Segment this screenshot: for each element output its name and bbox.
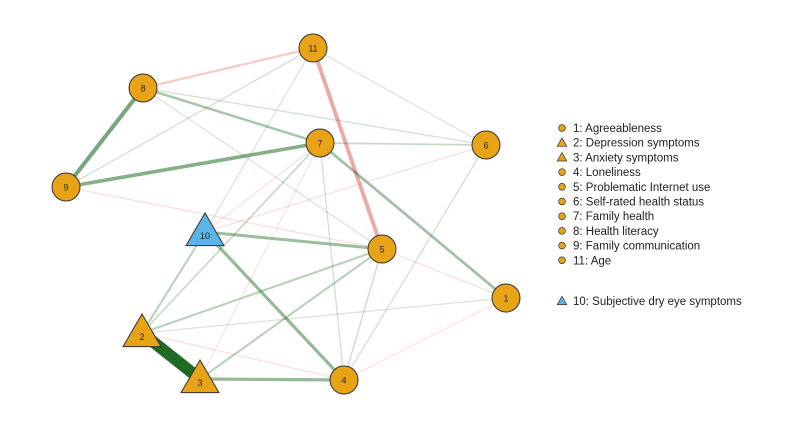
node-1: 1 [491, 283, 521, 313]
legend-label-8: 8: Health literacy [573, 226, 659, 238]
legend-label-10: 11: Age [573, 255, 611, 267]
edge-10-4 [203, 230, 346, 382]
node-7-circle [305, 128, 335, 158]
edge-10-5 [204, 230, 383, 251]
edge-8-11 [142, 46, 314, 90]
edge-3-7 [199, 142, 321, 380]
legend-label-extra: 10: Subjective dry eye symptoms [573, 296, 742, 308]
edge-2-1 [141, 297, 507, 334]
legend-label-3: 3: Anxiety symptoms [573, 152, 679, 164]
edge-9-5 [65, 186, 383, 250]
edge-4-7 [319, 142, 345, 381]
legend-label-4: 4: Loneliness [573, 167, 641, 179]
node-4: 4 [329, 365, 359, 395]
legend-symbol-4 [558, 168, 566, 176]
node-8: 8 [128, 73, 158, 103]
edge-layer [64, 46, 507, 384]
node-3-triangle [180, 359, 220, 394]
node-6: 6 [471, 130, 501, 160]
node-2: 2 [122, 313, 162, 348]
legend-symbol-1 [558, 124, 566, 132]
legend-symbol-2 [556, 137, 568, 147]
node-10-label: 10 [200, 231, 210, 241]
node-3: 3 [180, 359, 220, 394]
node-8-label: 8 [140, 84, 145, 94]
legend-label-5: 5: Problematic Internet use [573, 182, 710, 194]
node-layer: 1 2 3 4 5 6 7 8 9 10 11 [51, 33, 521, 395]
legend-label-7: 7: Family health [573, 211, 654, 223]
legend-label-2: 2: Depression symptoms [573, 138, 700, 150]
node-1-circle [491, 283, 521, 313]
edge-8-5 [142, 87, 383, 250]
edge-11-5 [311, 47, 384, 250]
edge-8-9 [64, 86, 145, 189]
edge-10-6 [204, 144, 487, 233]
edge-10-11 [204, 47, 314, 233]
edge-3-5 [199, 248, 383, 380]
edge-11-6 [312, 47, 487, 146]
node-10: 10 [185, 212, 225, 247]
node-9: 9 [51, 172, 81, 202]
edge-8-7 [142, 86, 321, 145]
edge-2-4 [141, 332, 345, 381]
node-1-label: 1 [503, 294, 508, 304]
edge-9-11 [65, 47, 314, 188]
node-11-circle [298, 33, 328, 63]
node-4-label: 4 [341, 376, 346, 386]
node-5-label: 5 [379, 245, 384, 255]
edge-2-10 [141, 231, 206, 334]
legend-symbol-extra [556, 295, 568, 305]
node-3-label: 3 [197, 378, 202, 388]
edge-4-5 [343, 248, 383, 381]
legend-symbol-3 [556, 151, 568, 162]
edge-5-1 [381, 248, 507, 299]
edge-9-7 [65, 141, 321, 189]
edge-4-1 [343, 297, 507, 381]
legend-label-9: 9: Family communication [573, 241, 700, 253]
node-5-circle [367, 234, 397, 264]
edge-7-1 [319, 141, 507, 300]
legend-symbol-8 [558, 227, 566, 235]
node-6-label: 6 [483, 141, 488, 151]
node-5: 5 [367, 234, 397, 264]
edge-2-7 [141, 142, 321, 334]
node-11: 11 [298, 33, 328, 63]
node-7: 7 [305, 128, 335, 158]
node-6-circle [471, 130, 501, 160]
legend-label-1: 1: Agreeableness [573, 123, 662, 135]
edge-7-6 [319, 142, 487, 146]
node-7-label: 7 [317, 139, 322, 149]
legend-symbol-6 [558, 197, 566, 206]
edge-3-4 [199, 377, 345, 382]
edge-8-6 [142, 87, 487, 146]
node-8-circle [128, 73, 158, 103]
node-4-circle [329, 365, 359, 395]
legend-symbol-5 [558, 183, 566, 191]
legend-label-6: 6: Self-rated health status [573, 197, 704, 209]
edge-10-7 [204, 142, 321, 233]
legend-symbol-10 [558, 256, 566, 265]
legend-symbol-9 [558, 241, 566, 250]
node-10-triangle [185, 212, 225, 247]
node-9-label: 9 [63, 183, 68, 193]
edge-2-5 [141, 247, 383, 335]
legend: 1: Agreeableness 2: Depression symptoms 3:… [556, 123, 742, 308]
node-11-label: 11 [308, 44, 317, 54]
edge-4-6 [343, 144, 487, 381]
node-2-triangle [122, 313, 162, 348]
legend-symbol-7 [558, 212, 566, 220]
node-9-circle [51, 172, 81, 202]
node-2-label: 2 [139, 332, 144, 342]
